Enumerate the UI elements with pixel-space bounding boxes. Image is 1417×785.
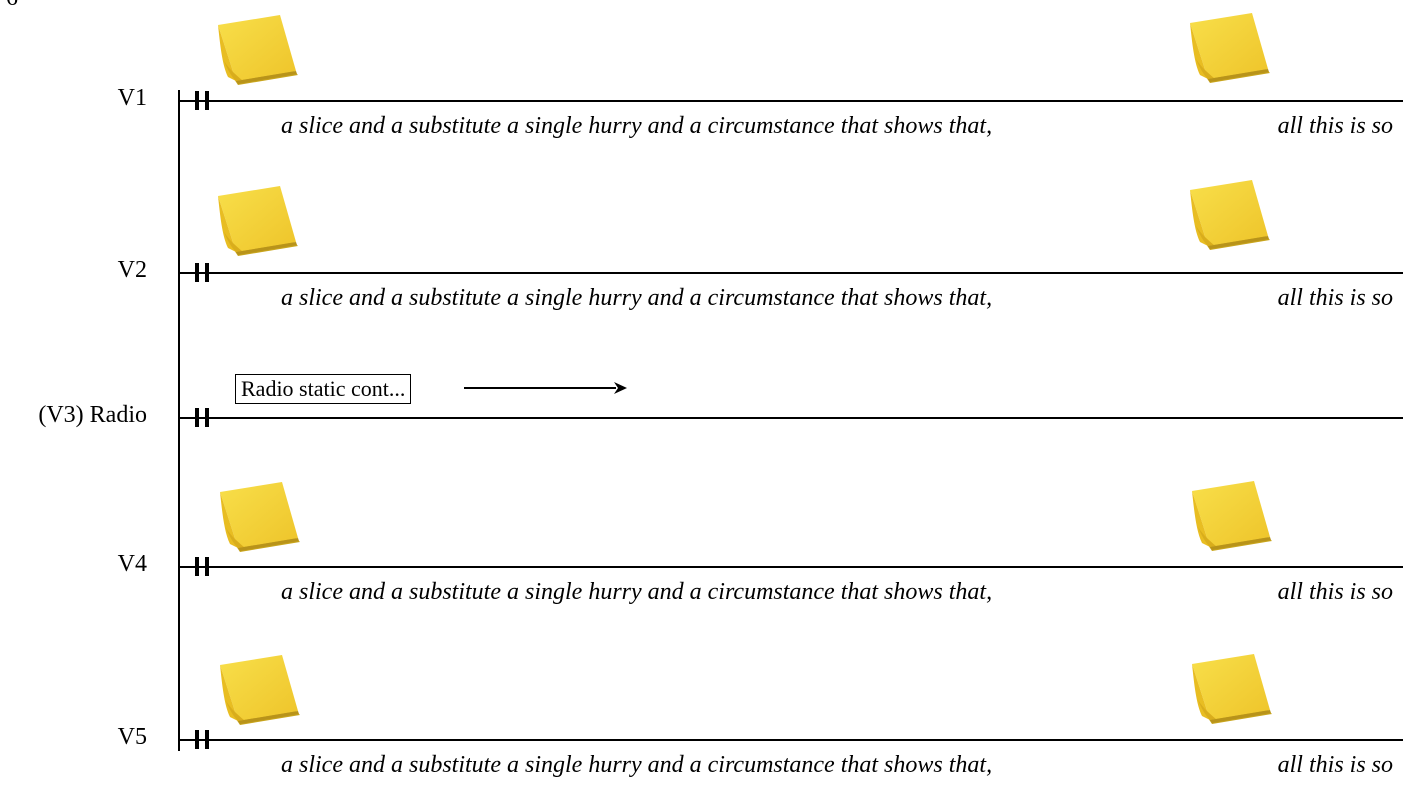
staff-label: V5 [117,724,147,750]
double-barline [195,557,199,576]
double-barline [205,408,209,427]
staff-label: V2 [117,257,147,283]
lyric-text: all this is so [1277,752,1393,778]
lyric-text: a slice and a substitute a single hurry … [281,113,993,139]
sticky-note-icon[interactable] [214,13,302,93]
double-barline [195,263,199,282]
sticky-note-icon[interactable] [1188,479,1276,559]
arrow-right-icon [464,382,627,394]
lyric-text: all this is so [1277,579,1393,605]
double-barline [205,263,209,282]
double-barline [195,91,199,110]
double-barline [195,408,199,427]
lyric-text: all this is so [1277,285,1393,311]
staff-label: (V3) Radio [38,402,147,428]
sticky-note-icon[interactable] [214,184,302,264]
lyric-text: all this is so [1277,113,1393,139]
staff-line [178,272,1403,274]
staff-label: V1 [117,85,147,111]
staff-line [178,417,1403,419]
double-barline [205,557,209,576]
lyric-text: a slice and a substitute a single hurry … [281,285,993,311]
staff-line [178,100,1403,102]
sticky-note-icon[interactable] [216,480,304,560]
radio-annotation-box[interactable]: Radio static cont... [235,374,412,404]
double-barline [205,91,209,110]
sticky-note-icon[interactable] [1186,178,1274,258]
staff-line [178,739,1403,741]
staff-label: V4 [117,551,147,577]
system-bracket [178,90,180,751]
double-barline [195,730,199,749]
staff-line [178,566,1403,568]
lyric-text: a slice and a substitute a single hurry … [281,752,993,778]
double-barline [205,730,209,749]
lyric-text: a slice and a substitute a single hurry … [281,579,993,605]
sticky-note-icon[interactable] [216,653,304,733]
page-number: 6 [6,0,18,10]
sticky-note-icon[interactable] [1186,11,1274,91]
sticky-note-icon[interactable] [1188,652,1276,732]
